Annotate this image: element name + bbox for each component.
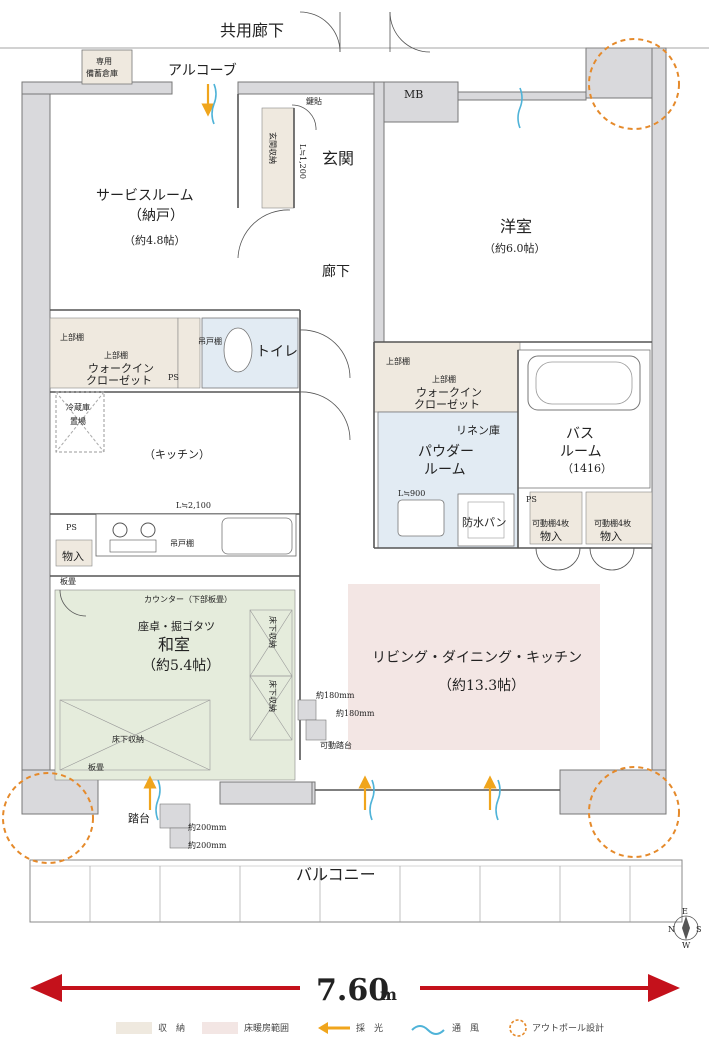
- width-number: 7.60: [316, 973, 389, 1008]
- width-dimension-arrow: [30, 974, 680, 1002]
- board-label-2: 板畳: [88, 762, 104, 772]
- sunlight-arrows: [143, 84, 497, 810]
- service-room-sub: （納戸）: [128, 208, 184, 224]
- stove-burner-icon: [112, 522, 128, 538]
- fridge-label-2: 置場: [70, 416, 86, 426]
- wind-marks: [155, 83, 523, 821]
- step-label: 踏台: [128, 811, 150, 825]
- toilet-label: トイレ: [256, 344, 298, 360]
- bath-label-2: ルーム: [560, 444, 602, 460]
- ps-label-2: PS: [66, 523, 77, 532]
- wic-label-b: クローゼット: [86, 374, 152, 387]
- ldk-label: リビング・ダイニング・キッチン: [372, 650, 582, 666]
- hallway-label: 廊下: [322, 263, 350, 280]
- service-room-size: （約4.8帖）: [124, 233, 186, 247]
- corridor-area: [0, 47, 709, 85]
- steps: [159, 699, 327, 849]
- dim-200-label-1: 約200mm: [188, 822, 227, 832]
- compass-e-label: E: [682, 907, 688, 916]
- dim-180-label-1: 約180mm: [316, 690, 355, 700]
- legend-label-heating: 床暖房範囲: [244, 1022, 289, 1034]
- kitchen-label: （キッチン）: [144, 448, 210, 461]
- closet-label-1: 物入: [540, 529, 562, 543]
- interior-walls: [50, 94, 652, 791]
- mb-label: MB: [404, 88, 423, 101]
- upper-shelf-label: 上部棚: [60, 332, 84, 342]
- upper-shelf-label-4: 上部棚: [432, 374, 456, 384]
- storage-label-2: 備蓄倉庫: [86, 68, 118, 78]
- western-room-size: （約6.0帖）: [484, 241, 546, 255]
- hanging-shelf-label: 吊戸棚: [198, 336, 222, 346]
- stove-burner-icon: [140, 522, 156, 538]
- underfloor-label-3: 床下収納: [268, 680, 278, 712]
- outpole-circles: [2, 38, 680, 864]
- closet-label-2: 物入: [600, 529, 622, 543]
- wic-label-c: ウォークイン: [416, 386, 482, 399]
- legend-label-wind: 通 風: [452, 1023, 479, 1034]
- linen-label: リネン庫: [456, 423, 500, 437]
- hanging-shelf-label-2: 吊戸棚: [170, 538, 194, 548]
- storage-label-1: 専用: [96, 56, 112, 66]
- tatami-lines: [59, 609, 293, 771]
- fridge-label-1: 冷蔵庫: [66, 402, 90, 412]
- waterproof-pan-label: 防水パン: [462, 515, 507, 529]
- corridor-label: 共用廊下: [220, 21, 284, 40]
- powder-label-1: パウダー: [418, 444, 474, 460]
- underfloor-label-1: 床下収納: [112, 734, 144, 744]
- ps-label: PS: [168, 373, 179, 382]
- legend-label-outpole: アウトポール設計: [532, 1022, 604, 1034]
- balcony-label: バルコニー: [296, 865, 376, 884]
- compass-n-label: N: [668, 925, 675, 934]
- waterproof-pan-box: [457, 493, 515, 547]
- board-label: 板畳: [60, 576, 76, 586]
- ps-label-3: PS: [526, 495, 537, 504]
- toilet-bowl-icon: [223, 327, 253, 373]
- powder-dim-label: L≒900: [398, 489, 425, 498]
- bath-label-1: バス: [566, 426, 594, 442]
- washitsu-size: （約5.4帖）: [142, 658, 220, 674]
- doors: [59, 11, 635, 617]
- dim-180-label-2: 約180mm: [336, 708, 375, 718]
- underfloor-label-2: 床下収納: [268, 616, 278, 648]
- wic-label-a: ウォークイン: [88, 362, 154, 375]
- movable-shelf-label-2: 可動棚4枚: [594, 518, 631, 528]
- dim-200-label-2: 約200mm: [188, 840, 227, 850]
- compass-icon: [673, 915, 699, 941]
- wic-label-d: クローゼット: [414, 398, 480, 411]
- kitchen-dim-label: L≒2,100: [176, 501, 211, 510]
- bathtub: [527, 355, 641, 411]
- bath-label-3: （1416）: [562, 462, 612, 475]
- washitsu-area: [54, 589, 296, 781]
- key-label: 鍵貼: [306, 96, 322, 106]
- ldk-size: （約13.3帖）: [438, 678, 525, 694]
- entrance-dim-label: L≒1,200: [298, 144, 307, 179]
- upper-shelf-label-2: 上部棚: [104, 350, 128, 360]
- service-room-label: サービスルーム: [96, 188, 194, 204]
- kitchen-counter: [55, 391, 297, 557]
- legend-swatches: [116, 1019, 527, 1037]
- powder-label-2: ルーム: [424, 462, 466, 478]
- movable-step-label: 可動踏台: [320, 740, 352, 750]
- legend-label-storage: 収 納: [158, 1022, 185, 1034]
- alcove-label: アルコーブ: [168, 62, 237, 79]
- compass-s-label: S: [696, 925, 701, 934]
- width-unit: m: [380, 985, 397, 1004]
- balcony: [29, 859, 683, 923]
- counter-label: カウンター（下部板畳）: [144, 594, 232, 604]
- entrance-storage-label: 玄関収納: [268, 132, 278, 164]
- washitsu-label: 和室: [158, 635, 190, 654]
- entrance-label: 玄関: [322, 149, 354, 168]
- western-room-label: 洋室: [500, 217, 532, 236]
- closet-label-3: 物入: [62, 549, 84, 563]
- washitsu-desc: 座卓・掘ゴタツ: [138, 619, 215, 633]
- upper-shelf-label-3: 上部棚: [386, 356, 410, 366]
- legend-label-sunlight: 採 光: [356, 1022, 383, 1034]
- movable-shelf-label-1: 可動棚4枚: [532, 518, 569, 528]
- floor-heating-area: [348, 584, 600, 750]
- compass-w-label: W: [682, 941, 691, 950]
- washbasin: [397, 499, 445, 537]
